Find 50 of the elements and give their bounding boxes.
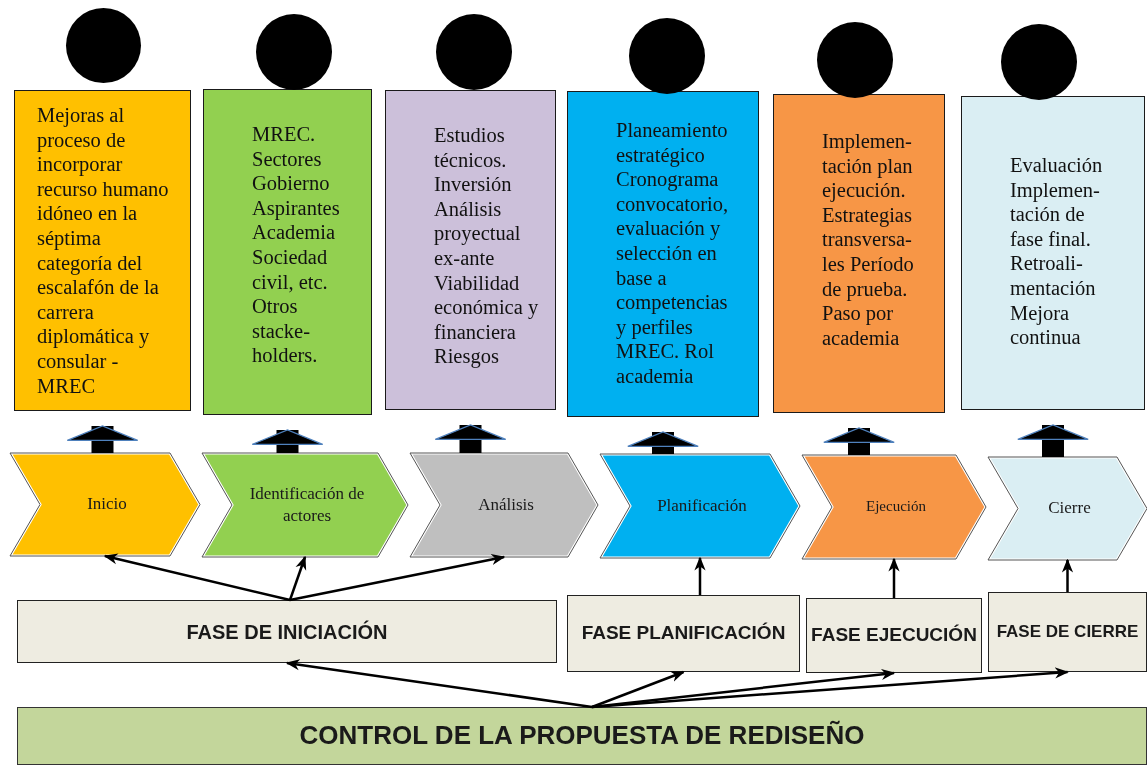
text-box bbox=[961, 96, 1145, 410]
text-box bbox=[567, 91, 759, 417]
chevron-step bbox=[10, 453, 200, 556]
step-label: Identificación de actores bbox=[248, 482, 366, 527]
arrow bbox=[888, 557, 900, 598]
box-text: Planeamiento estratégico Cronograma convocatorio, evaluación y selección en base a competencias y perfiles MREC. Rol academia bbox=[616, 118, 730, 389]
block-arrow bbox=[251, 429, 324, 453]
chevron-step bbox=[410, 453, 598, 557]
block-arrow bbox=[66, 425, 139, 453]
block-arrow bbox=[1017, 424, 1089, 457]
step-label: Ejecución bbox=[866, 497, 926, 517]
arrow bbox=[1061, 558, 1074, 592]
phase-label: FASE EJECUCIÓN bbox=[811, 624, 977, 647]
step-label: Inicio bbox=[87, 493, 127, 516]
phase-label: FASE DE CIERRE bbox=[996, 621, 1139, 643]
phase-label: FASE DE INICIACIÓN bbox=[186, 619, 388, 644]
text-box bbox=[14, 90, 191, 411]
text-box bbox=[385, 90, 556, 410]
step-label: Cierre bbox=[1048, 497, 1091, 520]
arrow bbox=[289, 554, 506, 602]
phase-box bbox=[17, 600, 557, 663]
chevron-step bbox=[802, 455, 986, 559]
arrow bbox=[694, 556, 706, 595]
arrow bbox=[591, 670, 685, 709]
chevron-step bbox=[988, 457, 1147, 560]
phase-label: FASE PLANIFICACIÓN bbox=[581, 622, 786, 645]
box-text: Implemen- tación plan ejecución. Estrategias transversa- les Período de prueba. Paso por academia bbox=[822, 129, 915, 351]
arrow bbox=[103, 553, 291, 602]
step-label: Análisis bbox=[478, 493, 534, 516]
box-text: Estudios técnicos. Inversión Análisis proyectual ex-ante Viabilidad económica y financiera Riesgos bbox=[434, 123, 540, 369]
text-box bbox=[773, 94, 945, 413]
phase-box bbox=[567, 595, 800, 672]
block-arrow bbox=[434, 424, 507, 453]
phase-box bbox=[988, 592, 1147, 672]
block-arrow bbox=[627, 431, 699, 454]
box-text: Evaluación Implemen- tación de fase final. Retroali- mentación Mejora continua bbox=[1010, 153, 1104, 350]
phase-box bbox=[806, 598, 982, 673]
box-text: MREC. Sectores Gobierno Aspirantes Academia Sociedad civil, etc. Otros stacke- holders. bbox=[252, 122, 341, 368]
chevron-step bbox=[202, 453, 408, 557]
text-box bbox=[203, 89, 372, 415]
arrow bbox=[285, 659, 593, 709]
step-label: Planificación bbox=[657, 494, 747, 517]
arrow bbox=[288, 555, 307, 601]
arrow bbox=[591, 668, 896, 709]
arrow bbox=[591, 667, 1069, 709]
control-label: CONTROL DE LA PROPUESTA DE REDISEÑO bbox=[299, 720, 865, 752]
chevron-step bbox=[600, 454, 800, 558]
box-text: Mejoras al proceso de incorporar recurso humano idóneo en la séptima categoría del escalafón de la carrera diplomática y consular - MREC bbox=[37, 103, 170, 399]
control-bar bbox=[17, 707, 1147, 765]
block-arrow bbox=[823, 427, 895, 455]
